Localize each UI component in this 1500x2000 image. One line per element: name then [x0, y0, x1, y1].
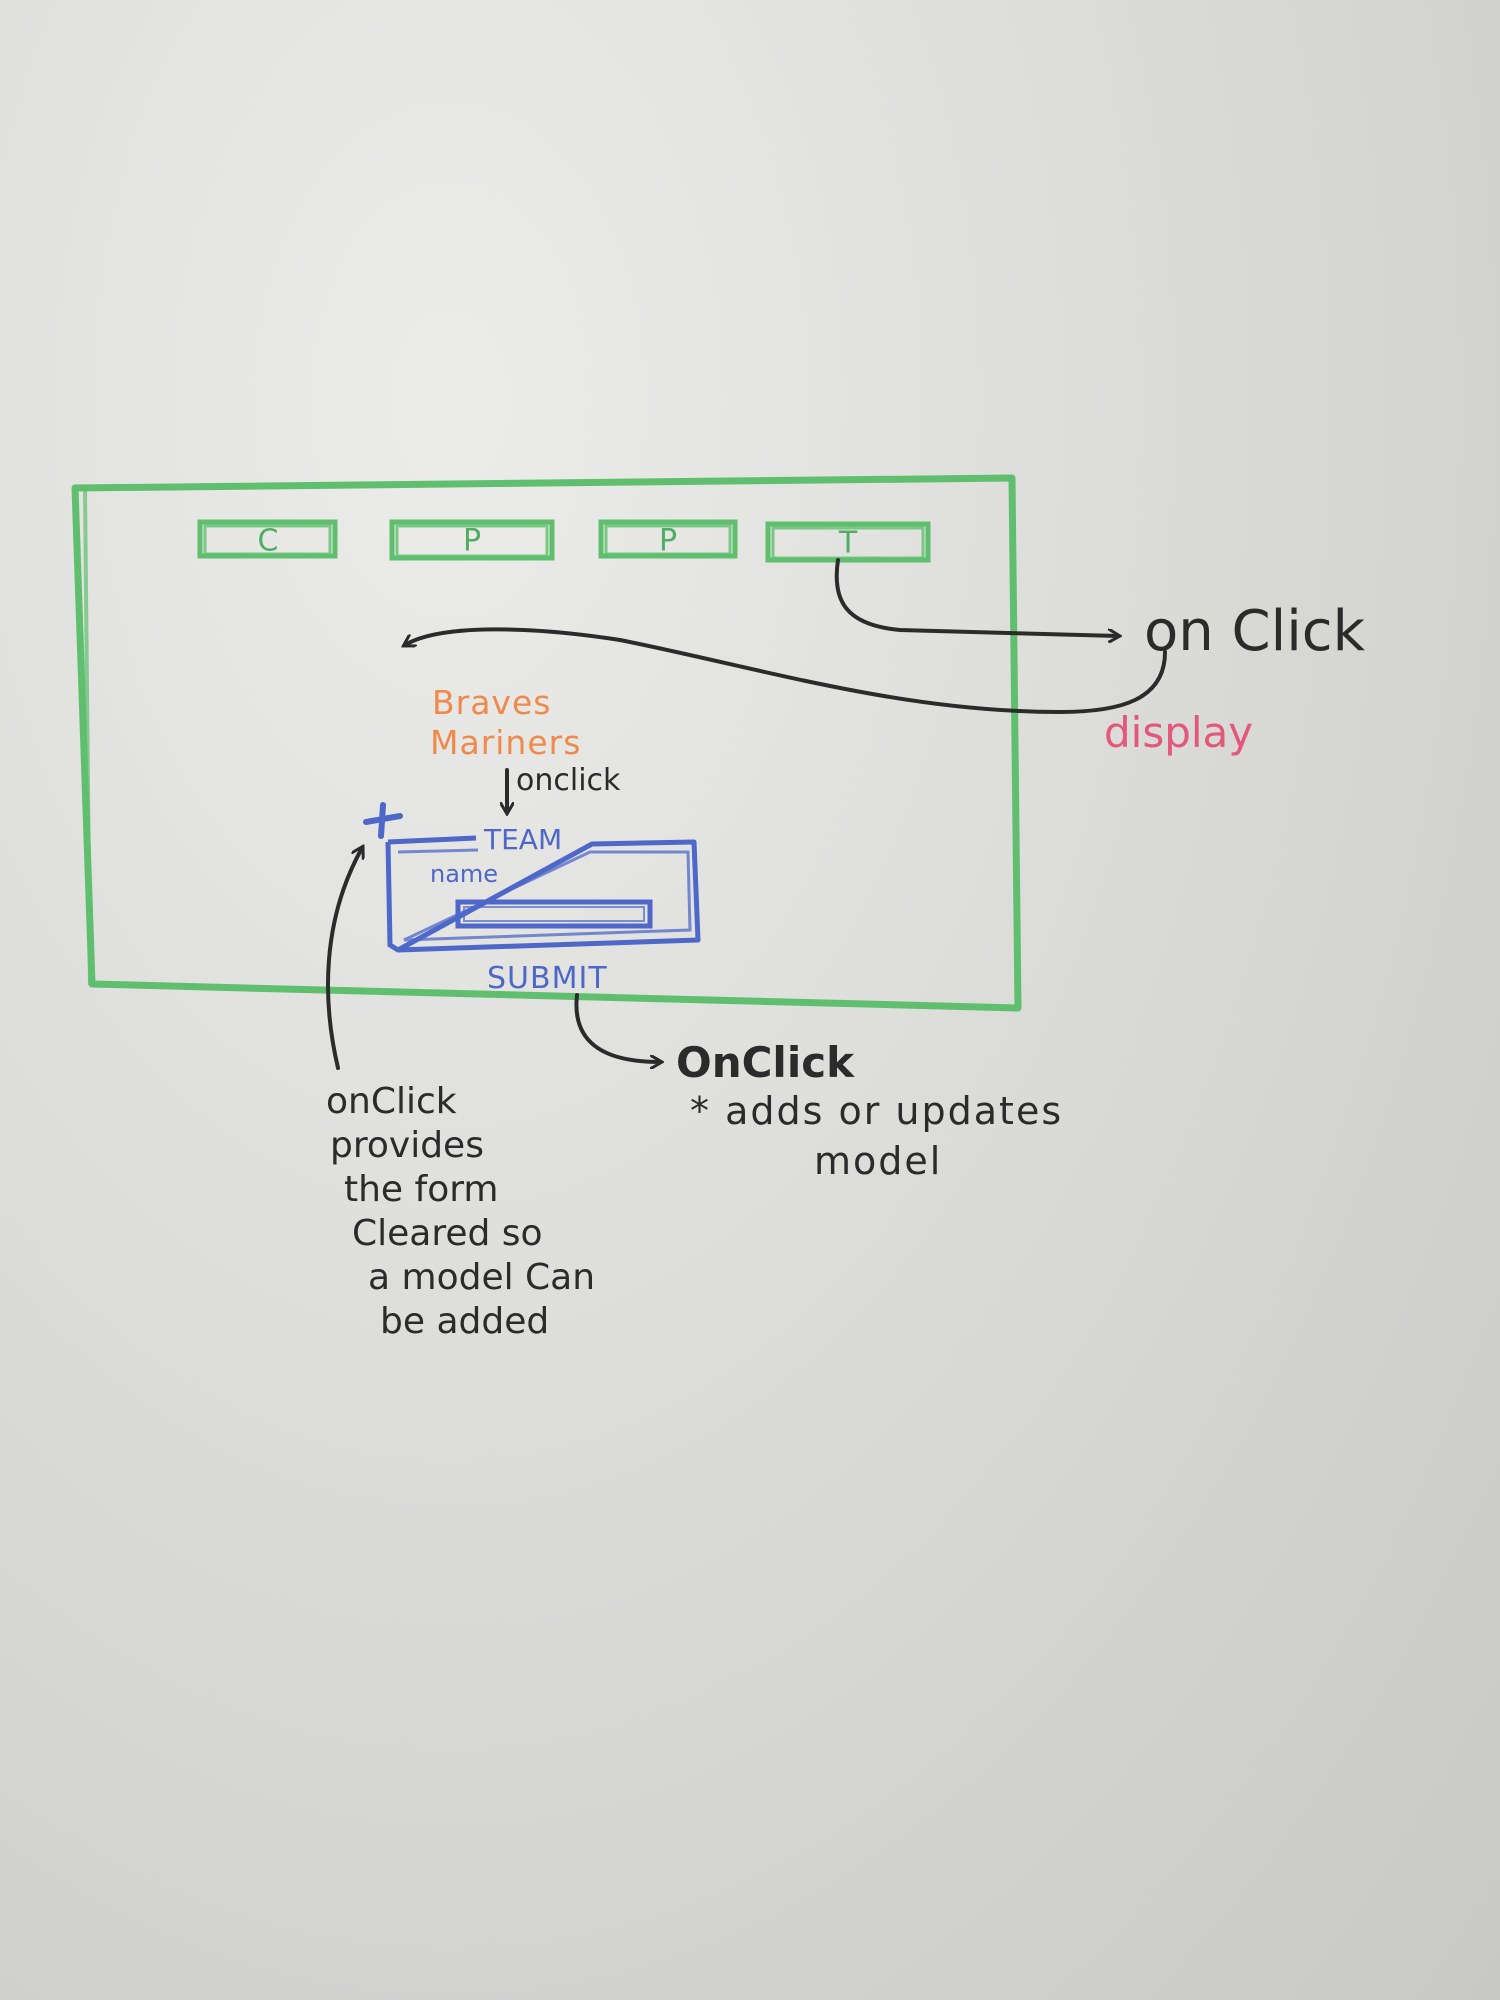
display-note: display [1104, 708, 1254, 757]
tab-p-2[interactable] [598, 519, 738, 559]
list-item-mariners[interactable]: Mariners [430, 723, 582, 762]
add-team-icon[interactable] [363, 802, 403, 839]
tab-p-1-label: P [462, 523, 482, 559]
submit-button[interactable]: SUBMIT [487, 961, 608, 996]
arrow-submit-to-onclick [574, 993, 660, 1062]
add-onclick-note-line: provides [330, 1125, 484, 1166]
tab-onclick-note: on Click [1144, 599, 1365, 664]
add-onclick-note: onClick provides the form Cleared so a m… [326, 1080, 595, 1344]
add-onclick-note-line: onClick [326, 1081, 457, 1122]
submit-effect-note-2: model [814, 1139, 943, 1183]
list-item-braves[interactable]: Braves [432, 683, 552, 722]
team-name-label: name [430, 860, 499, 888]
arrow-onclick-to-display [405, 627, 1167, 715]
tab-c[interactable] [197, 519, 338, 559]
submit-effect-note: * adds or updates [690, 1089, 1064, 1133]
tab-t-label: T [838, 525, 858, 561]
tab-t[interactable] [765, 521, 931, 563]
add-onclick-note-line: Cleared so [352, 1213, 543, 1254]
add-onclick-note-line: a model Can [368, 1257, 596, 1298]
tab-p-2-label: P [658, 523, 678, 559]
list-onclick-label: onclick [516, 763, 621, 798]
tab-p-1[interactable] [389, 519, 555, 561]
submit-onclick-note: OnClick [676, 1038, 855, 1087]
arrow-note-to-add [326, 848, 362, 1070]
arrow-tab-to-onclick [834, 558, 1118, 636]
team-name-input[interactable] [455, 899, 653, 929]
tab-c-label: C [257, 523, 279, 559]
add-onclick-note-line: be added [380, 1301, 550, 1342]
team-form-title: TEAM [484, 823, 563, 856]
add-onclick-note-line: the form [344, 1169, 499, 1210]
team-form-box [385, 835, 701, 953]
